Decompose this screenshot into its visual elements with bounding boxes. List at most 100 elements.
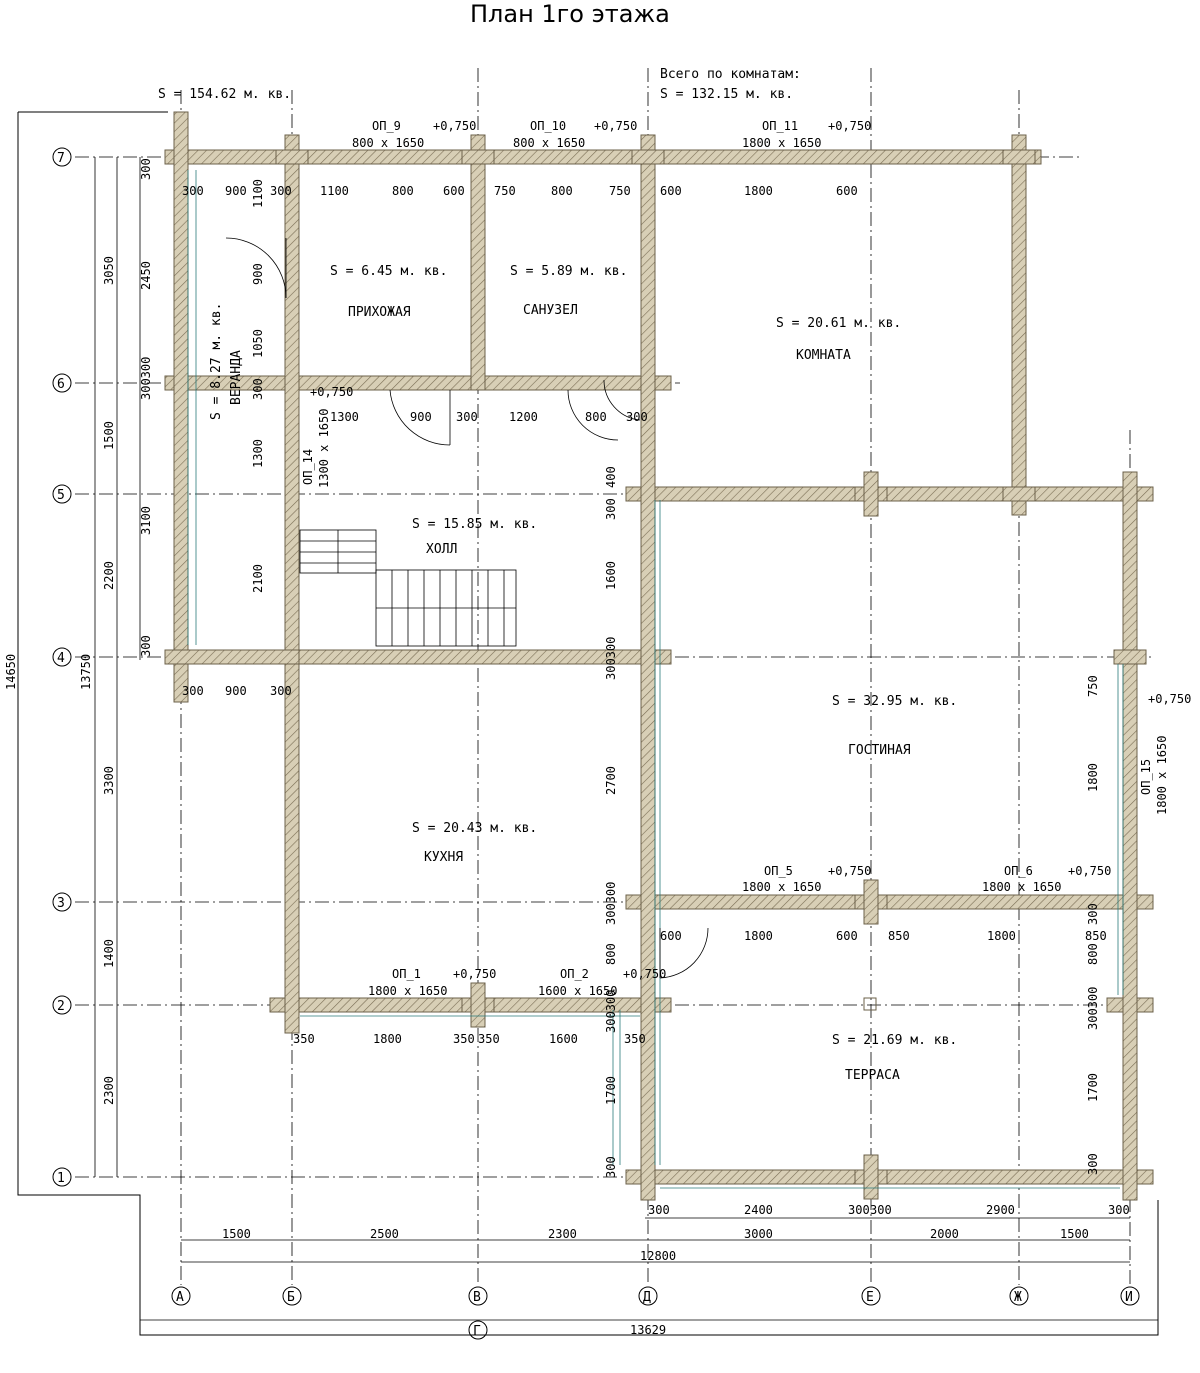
dim-text: 300 [848,1203,870,1217]
dim-text: 300300 [604,637,618,680]
dim-text: 1800 [373,1032,402,1046]
opening-name-15: ОП_15 [1139,759,1153,795]
dim-text: 1800 [1086,763,1100,792]
room-area-terrace: S = 21.69 м. кв. [832,1033,957,1048]
opening-size-9: 800 х 1650 [352,136,424,150]
row-axis-markers: 7 6 5 4 3 2 1 [52,147,72,1187]
opening-name-10: ОП_10 [530,119,566,133]
dim-text: 850 [888,929,910,943]
axis-label-i: И [1125,1290,1133,1305]
dim-bottom-2: 2500 [370,1227,399,1241]
dim-text: 800 [551,184,573,198]
dim-text: 350 [453,1032,475,1046]
bottom-dimension-lines [140,1217,1158,1321]
dim-total-13750: 13750 [79,654,93,690]
dim-text: 1800 [744,184,773,198]
room-name-living: ГОСТИНАЯ [848,743,911,758]
axis-label-g: Г [473,1324,481,1339]
dim-text: 900 [225,184,247,198]
dim-text: 300 [456,410,478,424]
opening-size-15: 1800 х 1650 [1155,736,1169,815]
dim-text: 300 [604,498,618,520]
dim-text: 850 [1085,929,1107,943]
room-name-room: КОМНАТА [796,348,851,363]
dim-text: 300300 [1086,987,1100,1030]
room-name-veranda: ВЕРАНДА [229,350,244,405]
dim-text: 300 [1086,903,1100,925]
axis-label-2: 2 [57,999,65,1014]
dim-text: 300 [139,635,153,657]
opening-level-14: +0,750 [310,385,353,399]
door-swings [225,237,709,979]
axis-label-b: Б [287,1290,295,1305]
staircase [299,529,517,647]
post-marker [863,997,877,1011]
dim-left-3: 2200 [102,561,116,590]
room-name-hall: ХОЛЛ [426,542,457,557]
dim-text: 800 [392,184,414,198]
axis-label-3: 3 [57,896,65,911]
dim-text: 800 [585,410,607,424]
dim-text: 300 [182,684,204,698]
dim-text: 900 [251,263,265,285]
interior-dimensions: 300 900 300 1100 800 600 750 800 750 600… [139,158,1130,1217]
dim-text: 1600 [549,1032,578,1046]
dim-text: 600 [443,184,465,198]
dim-text: 300 [626,410,648,424]
dim-text: 2100 [251,564,265,593]
dim-text: 900 [225,684,247,698]
dim-text: 600 [836,184,858,198]
opening-name-14: ОП_14 [301,449,315,485]
dim-text: 3100 [139,506,153,535]
dim-text: 1800 [744,929,773,943]
total-area: S = 154.62 м. кв. [158,87,291,102]
opening-name-9: ОП_9 [372,119,401,133]
opening-size-1: 1800 х 1650 [368,984,447,998]
opening-level-6: +0,750 [1068,864,1111,878]
room-name-entry: ПРИХОЖАЯ [348,305,411,320]
axis-label-5: 5 [57,488,65,503]
dim-text: 400 [604,466,618,488]
dim-text: 300 [648,1203,670,1217]
room-area-room: S = 20.61 м. кв. [776,316,901,331]
dim-left-2: 1500 [102,421,116,450]
left-dimensions: 3050 1500 2200 3300 1400 2300 13750 1465… [4,256,116,1105]
axis-label-4: 4 [57,651,65,666]
dim-text: 300 [182,184,204,198]
outer-contour [17,112,1159,1336]
room-name-terrace: ТЕРРАСА [845,1068,900,1083]
left-dimension-lines [94,157,141,1177]
dim-text: 300300 [604,882,618,925]
axis-label-7: 7 [57,151,65,166]
opening-size-5: 1800 х 1650 [742,880,821,894]
rooms-total-caption: Всего по комнатам: [660,67,801,82]
dim-left-6: 2300 [102,1076,116,1105]
dim-text: 350 [293,1032,315,1046]
dim-text: 1300 [330,410,359,424]
dim-text: 2400 [744,1203,773,1217]
dim-bottom-6: 1500 [1060,1227,1089,1241]
room-name-bath: САНУЗЕЛ [523,303,578,318]
col-axis-markers: А Б В Г Д Е Ж И [171,1286,1140,1340]
wall-faces [187,170,1124,1189]
rooms-total-area: S = 132.15 м. кв. [660,87,793,102]
dim-text: 300 [604,1156,618,1178]
dim-text: 800 [604,943,618,965]
dim-text: 900 [410,410,432,424]
dim-text: 750 [494,184,516,198]
dim-total-12800: 12800 [640,1249,676,1263]
dim-text: 1100 [251,179,265,208]
dim-bottom-3: 2300 [548,1227,577,1241]
walls [164,111,1154,1201]
axis-label-e: Е [866,1290,874,1305]
dim-text: 1800 [987,929,1016,943]
room-area-hall: S = 15.85 м. кв. [412,517,537,532]
dim-text: 1300 [251,439,265,468]
dim-text: 750 [1086,675,1100,697]
dim-text: 2450 [139,261,153,290]
dim-bottom-4: 3000 [744,1227,773,1241]
opening-level-9: +0,750 [433,119,476,133]
dim-text: 300 [270,684,292,698]
dim-left-4: 3300 [102,766,116,795]
opening-name-11: ОП_11 [762,119,798,133]
